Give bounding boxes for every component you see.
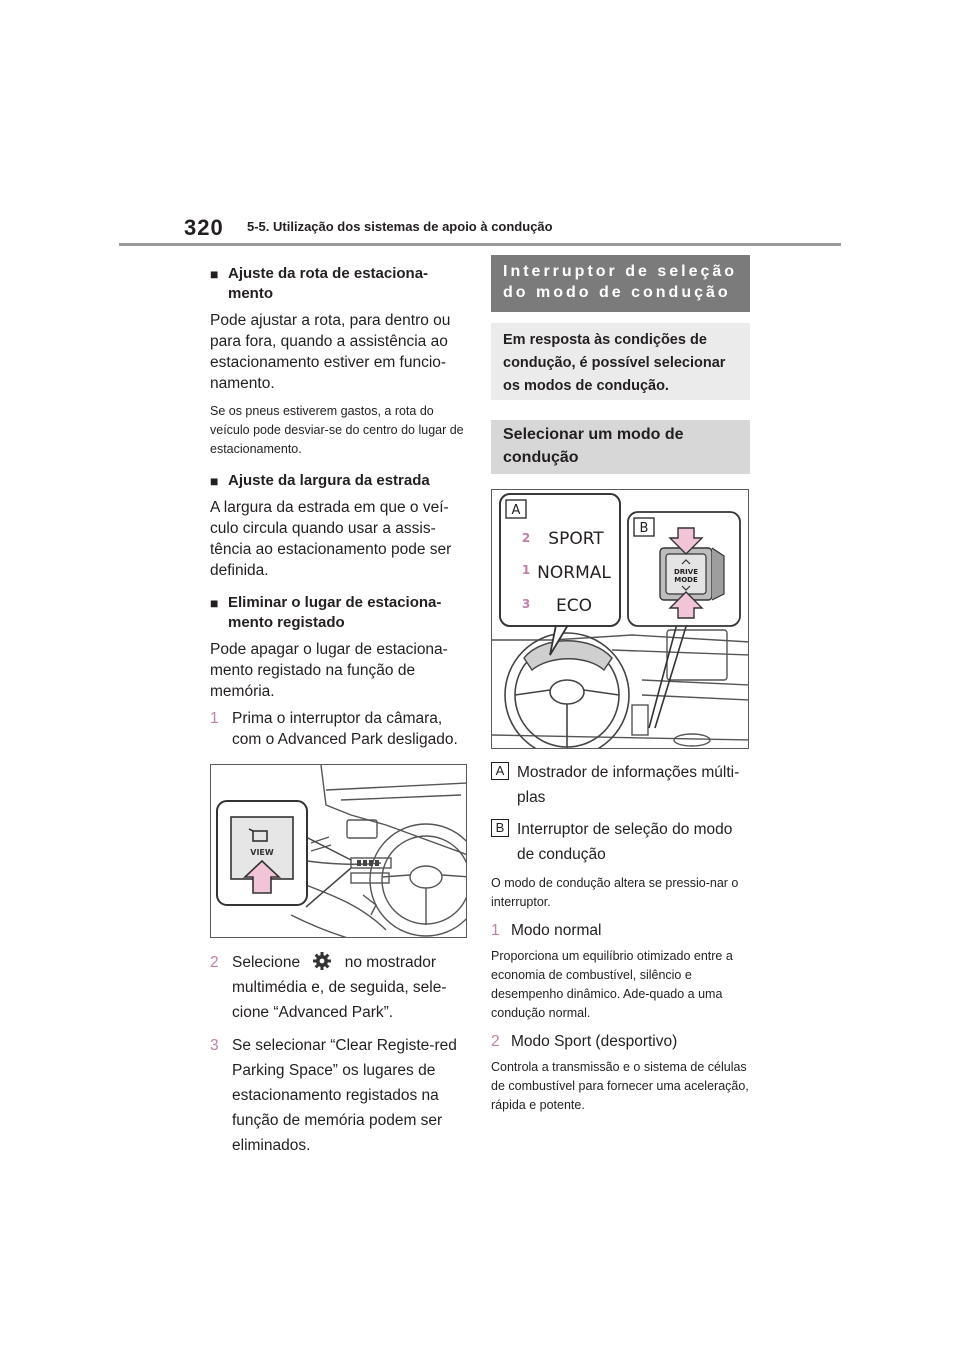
subsection-band-title: Selecionar um modo de condução (491, 420, 750, 474)
heading-text: Eliminar o lugar de estaciona-mento regi… (228, 594, 442, 631)
mode-item-normal: 1 Modo normal (491, 918, 753, 943)
callout-label-b: B (491, 819, 509, 837)
paragraph-route-adjust: Pode ajustar a rota, para dentro ou para… (210, 312, 451, 392)
mode-num-eco: 3 (522, 597, 530, 611)
step-number: 3 (210, 1037, 219, 1054)
section-band-title: Interruptor de seleção do modo de conduç… (491, 255, 750, 312)
callout-text: Interruptor de seleção do modo de conduç… (517, 821, 733, 863)
square-bullet-icon: ■ (210, 595, 219, 611)
heading-text: Ajuste da largura da estrada (228, 472, 430, 489)
camera-icon (248, 828, 268, 842)
square-bullet-icon: ■ (210, 266, 219, 282)
mode-num-normal: 1 (522, 563, 530, 577)
figure-label-a: A (512, 503, 521, 518)
heading-text: Ajuste da rota de estaciona-mento (228, 265, 429, 302)
view-button-label: VIEW (250, 848, 274, 857)
press-arrow-icon (242, 859, 282, 894)
callout-label-a: A (491, 762, 509, 780)
step-text-pre: Selecione (232, 954, 301, 971)
heading-delete-space: ■ Eliminar o lugar de estaciona-mento re… (210, 593, 472, 633)
callout-a: A Mostrador de informações múlti-plas (491, 760, 753, 810)
paragraph-road-width: A largura da estrada em que o veí-culo c… (210, 499, 452, 579)
step-3: 3 Se selecionar “Clear Registe-red Parki… (210, 1033, 472, 1158)
mode-name-normal: NORMAL (537, 563, 611, 583)
mode-name-eco: ECO (556, 596, 592, 616)
callout-b: B Interruptor de seleção do modo de cond… (491, 817, 753, 867)
switch-label-line1: DRIVE (674, 568, 698, 576)
section-title: 5-5. Utilização dos sistemas de apoio à … (247, 219, 553, 234)
note-press-switch: O modo de condução altera se pressio-nar… (491, 876, 739, 909)
mode-title: Modo normal (511, 922, 602, 939)
press-down-arrow-icon (668, 527, 704, 555)
step-2: 2 Selecione no mostrador multimédia e, d… (210, 950, 472, 1025)
step-1: 1 Prima o interruptor da câmara, com o A… (210, 708, 472, 750)
mode-title: Modo Sport (desportivo) (511, 1033, 678, 1050)
section-band-intro: Em resposta às condições de condução, é … (491, 323, 750, 400)
mode-desc-normal: Proporciona um equilíbrio otimizado entr… (491, 949, 733, 1020)
mode-num-sport: 2 (522, 531, 530, 545)
step-number: 1 (491, 922, 500, 939)
step-text-post: no mostrador multimédia e, de seguida, s… (232, 954, 447, 1021)
mode-desc-sport: Controla a transmissão e o sistema de cé… (491, 1060, 749, 1112)
step-number: 2 (210, 954, 219, 971)
note-worn-tyres: Se os pneus estiverem gastos, a rota do … (210, 404, 464, 456)
square-bullet-icon: ■ (210, 473, 219, 489)
switch-label-line2: MODE (674, 576, 698, 584)
header-rule (119, 243, 841, 246)
dashboard-drawing: VIEW (216, 765, 466, 937)
step-number: 2 (491, 1033, 500, 1050)
step-number: 1 (210, 710, 219, 727)
figure-drive-mode: A 2 SPORT 1 NORMAL 3 ECO B DRIVE MODE (491, 489, 749, 749)
heading-road-width: ■ Ajuste da largura da estrada (210, 471, 472, 491)
step-text: Prima o interruptor da câmara, com o Adv… (232, 710, 458, 748)
figure-label-b: B (640, 521, 649, 536)
page-number: 320 (184, 215, 224, 240)
figure-camera-switch: VIEW (210, 764, 467, 938)
left-column: ■ Ajuste da rota de estaciona-mento Pode… (210, 256, 472, 1158)
gear-icon (313, 952, 332, 970)
drive-mode-drawing: A 2 SPORT 1 NORMAL 3 ECO B DRIVE MODE (492, 493, 748, 748)
step-text: Se selecionar “Clear Registe-red Parking… (232, 1037, 457, 1154)
paragraph-delete-space: Pode apagar o lugar de estaciona-mento r… (210, 641, 448, 700)
callout-text: Mostrador de informações múlti-plas (517, 764, 740, 806)
mode-item-sport: 2 Modo Sport (desportivo) (491, 1029, 753, 1054)
press-up-arrow-icon (668, 591, 704, 619)
mode-name-sport: SPORT (548, 529, 604, 549)
heading-route-adjust: ■ Ajuste da rota de estaciona-mento (210, 264, 472, 304)
right-column-text: A Mostrador de informações múlti-plas B … (491, 760, 753, 1115)
